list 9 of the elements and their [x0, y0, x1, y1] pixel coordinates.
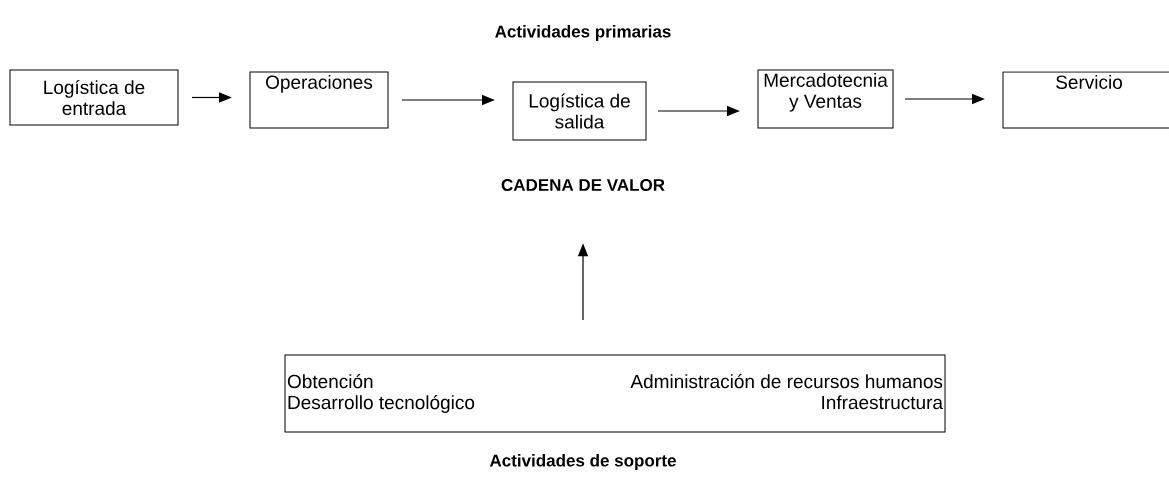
activity-box: Logística de entrada: [9, 69, 179, 126]
heading: Actividades primarias: [495, 25, 671, 41]
activity-box: Operaciones: [249, 71, 389, 129]
activity-box: Logística de salida: [512, 81, 647, 141]
support-box: Obtención Administración de recursos humanos Desarrollo tecnológico Infraestructura: [284, 354, 946, 433]
chain-label: CADENA DE VALOR: [501, 179, 665, 191]
activity-box: Servicio: [1002, 71, 1169, 129]
activity-box: Mercadotecnia y Ventas: [757, 69, 894, 129]
caption: Actividades de soporte: [489, 454, 676, 470]
